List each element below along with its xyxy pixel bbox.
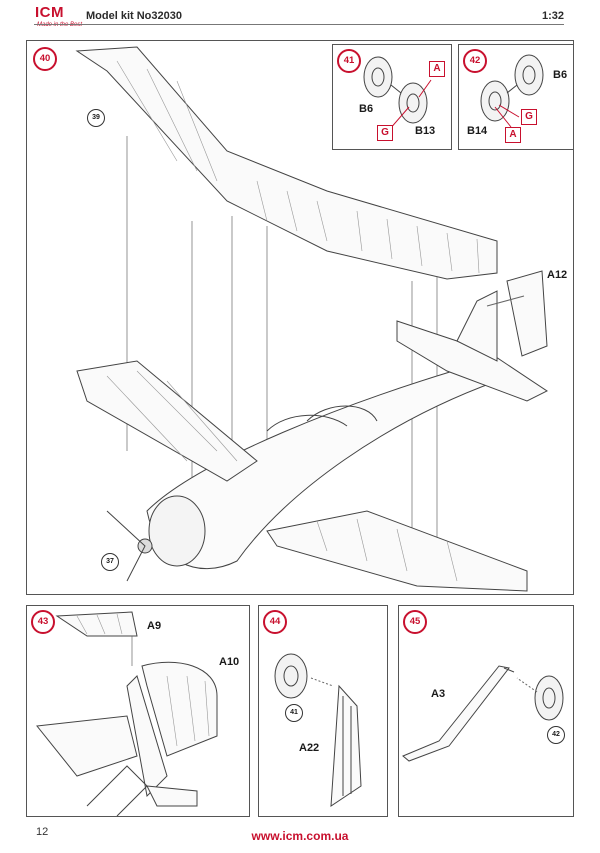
glue-mark-g: G bbox=[377, 125, 393, 141]
part-a10-label: A10 bbox=[219, 656, 240, 668]
part-b14-label: B14 bbox=[467, 125, 488, 137]
step-43-panel: 43 A9 A10 bbox=[26, 605, 250, 817]
step-45-panel: 45 42 A3 bbox=[398, 605, 574, 817]
biplane-assembly-drawing bbox=[75, 46, 548, 592]
step-number-45: 45 bbox=[403, 610, 427, 634]
part-b6-label: B6 bbox=[553, 69, 568, 81]
landing-gear-drawing-45 bbox=[402, 665, 564, 762]
ref-step-41: 41 bbox=[285, 704, 303, 722]
website-link[interactable]: www.icm.com.ua bbox=[251, 829, 349, 843]
step-42-panel: 42 B6 B14 G A bbox=[458, 44, 574, 150]
glue-mark-a: A bbox=[505, 127, 521, 143]
step-number-40: 40 bbox=[33, 47, 57, 71]
step-number-41: 41 bbox=[337, 49, 361, 73]
logo-brand: ICM bbox=[35, 4, 64, 21]
logo-tagline: Made in the Best bbox=[37, 22, 83, 28]
step-44-panel: 44 41 A22 bbox=[258, 605, 388, 817]
glue-mark-a: A bbox=[429, 61, 445, 77]
kit-number: Model kit No32030 bbox=[86, 10, 182, 22]
ref-step-37: 37 bbox=[101, 553, 119, 571]
step-number-44: 44 bbox=[263, 610, 287, 634]
part-a22-label: A22 bbox=[299, 742, 320, 754]
part-b6-label: B6 bbox=[359, 103, 374, 115]
wheel-assembly-41 bbox=[363, 56, 432, 131]
page-header: ICM Made in the Best Model kit No32030 1… bbox=[0, 0, 600, 40]
wheel-assembly-42 bbox=[480, 54, 544, 128]
part-b13-label: B13 bbox=[415, 125, 436, 137]
step-41-panel: 41 B6 B13 A G bbox=[332, 44, 452, 150]
glue-mark-g: G bbox=[521, 109, 537, 125]
part-a9-label: A9 bbox=[147, 620, 162, 632]
step-number-43: 43 bbox=[31, 610, 55, 634]
step-number-42: 42 bbox=[463, 49, 487, 73]
page-number: 12 bbox=[36, 826, 49, 838]
part-a3-label: A3 bbox=[431, 688, 446, 700]
header-rule bbox=[34, 24, 564, 25]
landing-gear-drawing-44 bbox=[274, 653, 362, 807]
icm-logo: ICM Made in the Best bbox=[35, 4, 83, 34]
scale-label: 1:32 bbox=[541, 10, 564, 22]
tail-assembly-drawing bbox=[36, 611, 218, 817]
ref-step-39: 39 bbox=[87, 109, 105, 127]
ref-step-42: 42 bbox=[547, 726, 565, 744]
part-a12-label: A12 bbox=[547, 269, 568, 281]
